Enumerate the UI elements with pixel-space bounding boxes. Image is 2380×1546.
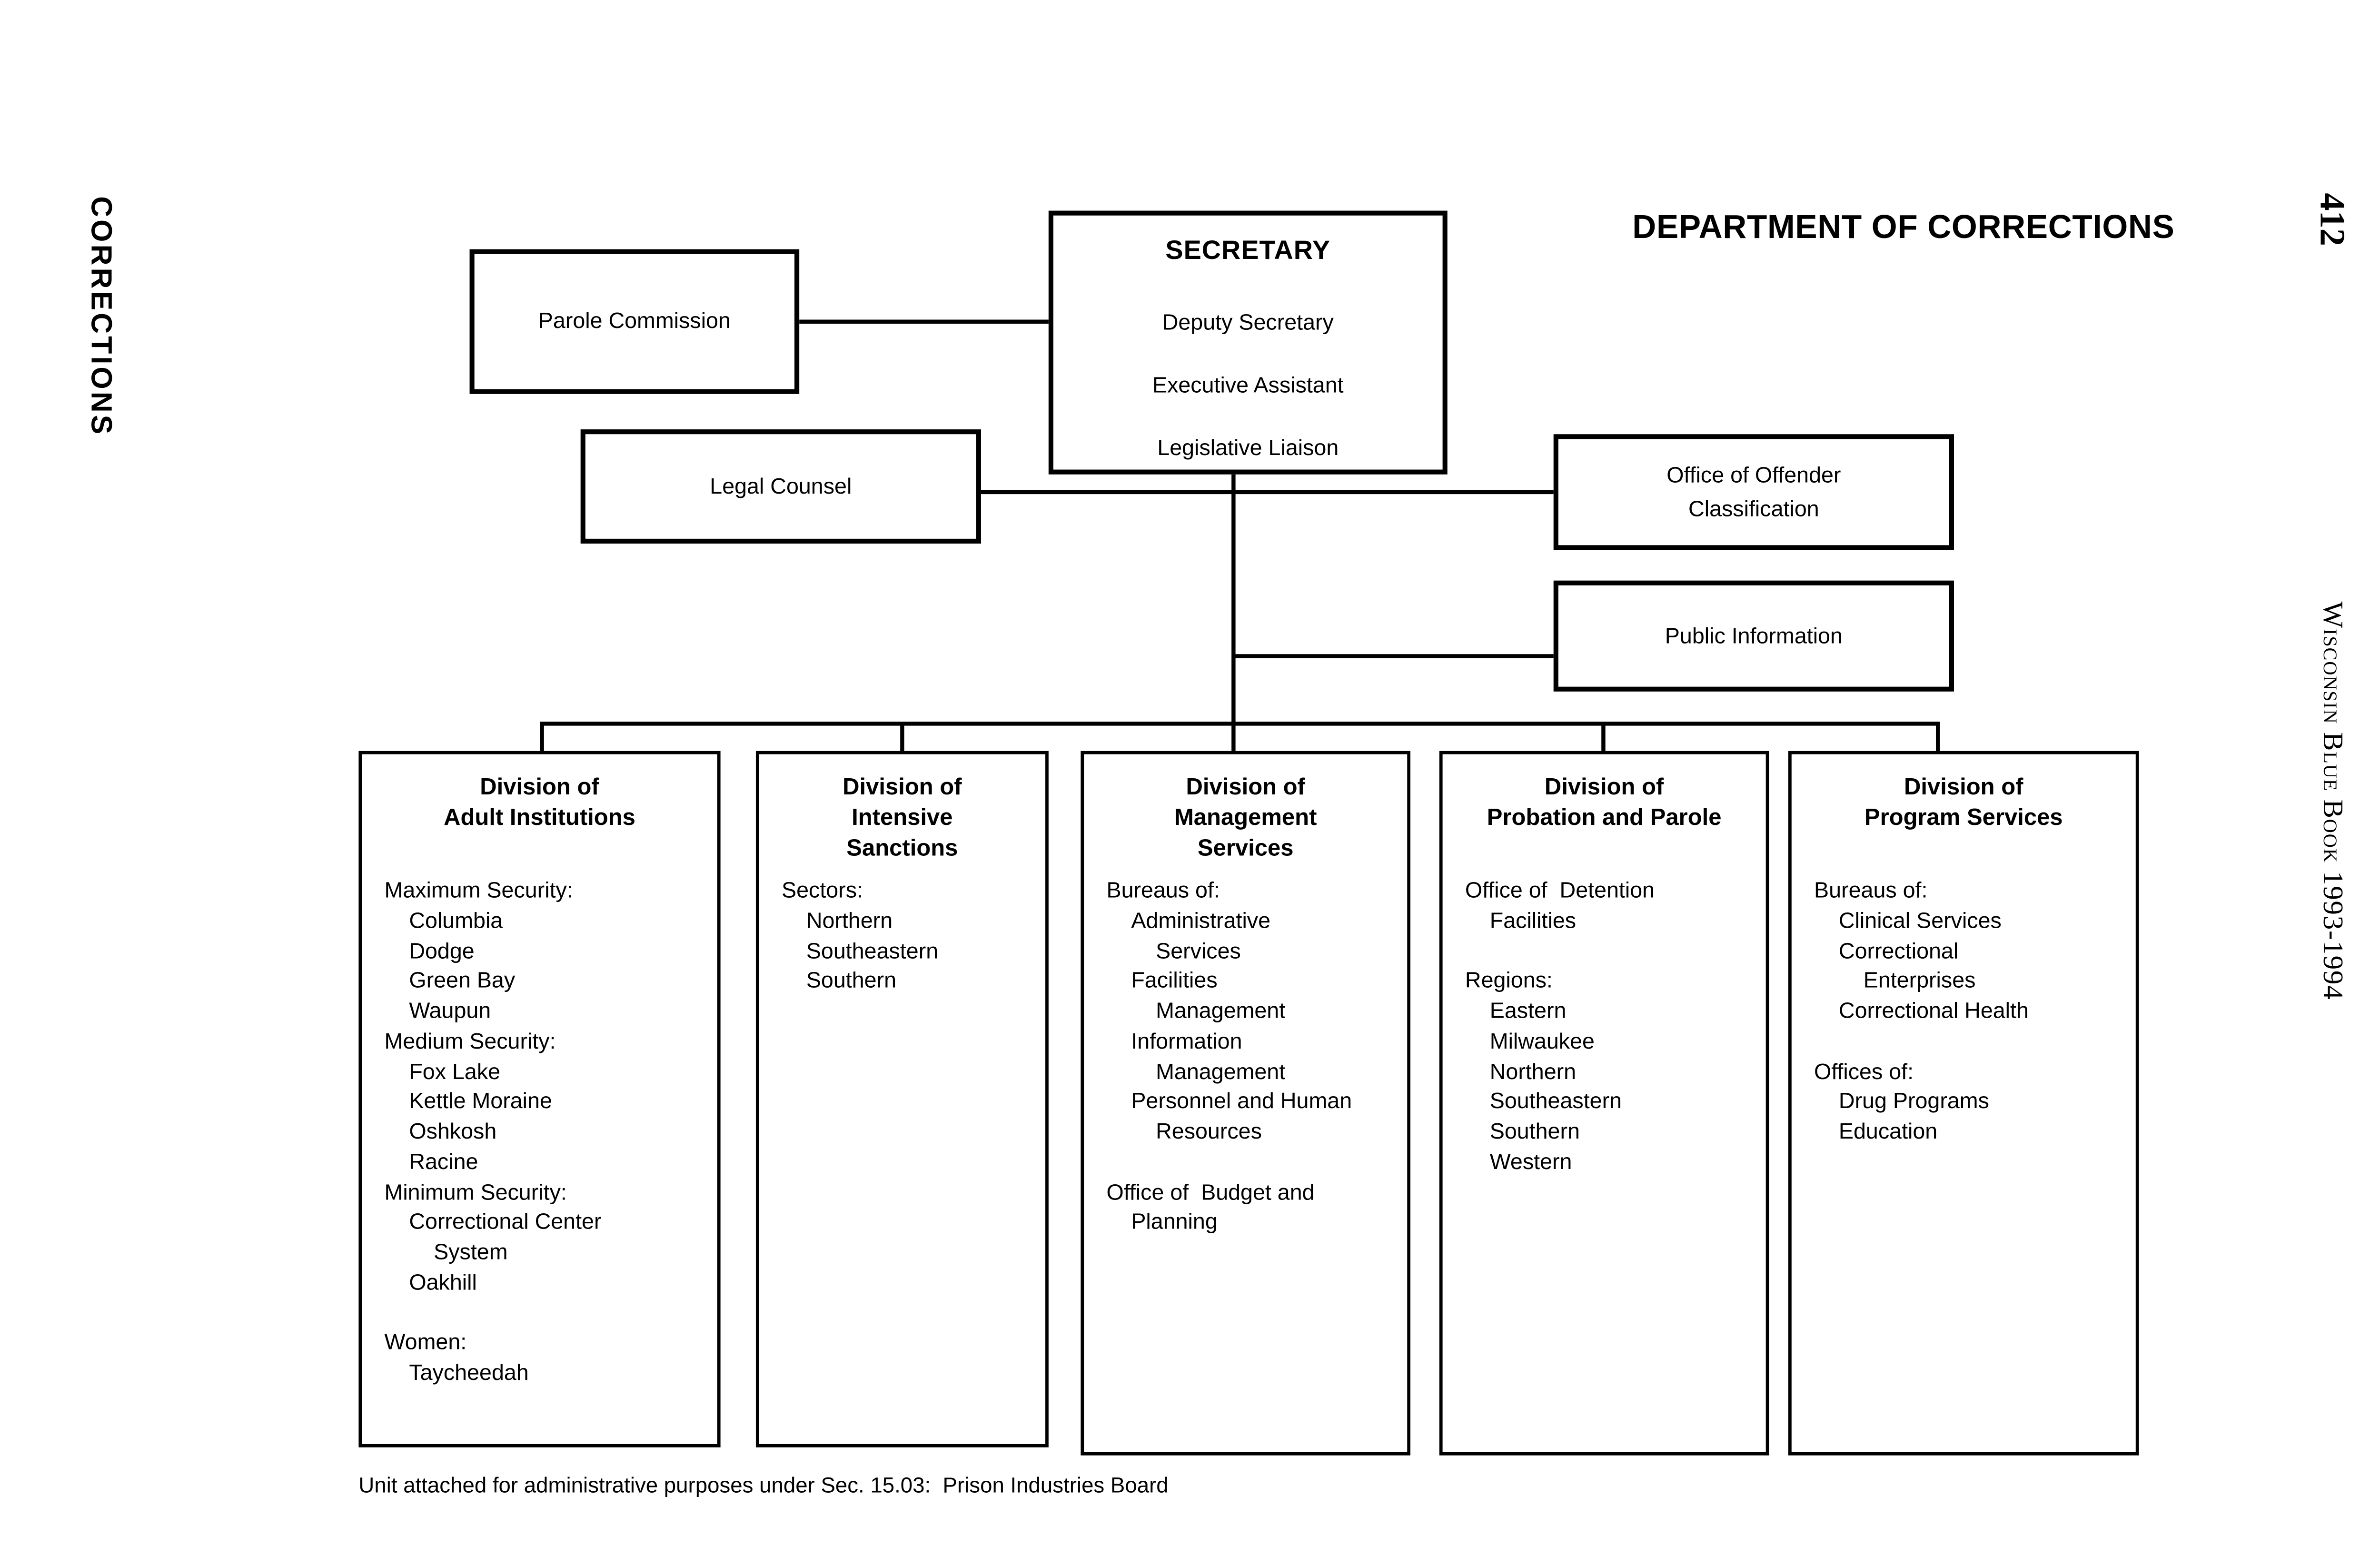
corrections-margin-label: CORRECTIONS: [85, 196, 118, 437]
division-intensive-sanctions-box: Division of Intensive Sanctions Sectors:…: [755, 751, 1049, 1447]
parole-commission-box: Parole Commission: [469, 249, 800, 394]
secretary-title: SECRETARY: [1165, 236, 1331, 266]
page-number: 412: [2312, 193, 2353, 246]
division-adult-institutions-list: Maximum Security: Columbia Dodge Green B…: [384, 878, 602, 1385]
division-program-services-title: Division of Program Services: [1864, 775, 2063, 832]
division-probation-and-parole-list: Office of Detention Facilities Regions: …: [1465, 878, 1655, 1174]
legal-counsel-box: Legal Counsel: [580, 429, 981, 544]
division-intensive-sanctions-list: Sectors: Northern Southeastern Southern: [781, 878, 939, 993]
division-management-services-list: Bureaus of: Administrative Services Faci…: [1106, 878, 1352, 1234]
division-probation-and-parole-box: Division of Probation and Parole Office …: [1439, 751, 1769, 1456]
public-information-box: Public Information: [1553, 580, 1954, 692]
division-adult-institutions-title: Division of Adult Institutions: [444, 775, 635, 832]
office-of-offender-classification-box: Office of Offender Classification: [1553, 434, 1954, 550]
division-management-services-box: Division of Management Services Bureaus …: [1081, 751, 1411, 1456]
division-adult-institutions-box: Division of Adult Institutions Maximum S…: [358, 751, 721, 1447]
deputy-secretary-label: Deputy Secretary: [1162, 310, 1334, 335]
division-management-services-title: Division of Management Services: [1174, 775, 1317, 862]
secretary-box: SECRETARY Deputy Secretary Executive Ass…: [1048, 210, 1448, 475]
executive-assistant-label: Executive Assistant: [1152, 373, 1344, 397]
legislative-liaison-label: Legislative Liaison: [1157, 436, 1339, 460]
division-intensive-sanctions-title: Division of Intensive Sanctions: [843, 775, 962, 862]
footnote: Unit attached for administrative purpose…: [358, 1473, 1169, 1497]
division-program-services-list: Bureaus of: Clinical Services Correction…: [1814, 878, 2029, 1144]
blue-book-margin-label: Wisconsin Blue Book 1993-1994: [2317, 601, 2350, 1001]
division-probation-and-parole-title: Division of Probation and Parole: [1487, 775, 1722, 832]
division-program-services-box: Division of Program Services Bureaus of:…: [1788, 751, 2139, 1456]
page-title: DEPARTMENT OF CORRECTIONS: [1632, 209, 2175, 246]
